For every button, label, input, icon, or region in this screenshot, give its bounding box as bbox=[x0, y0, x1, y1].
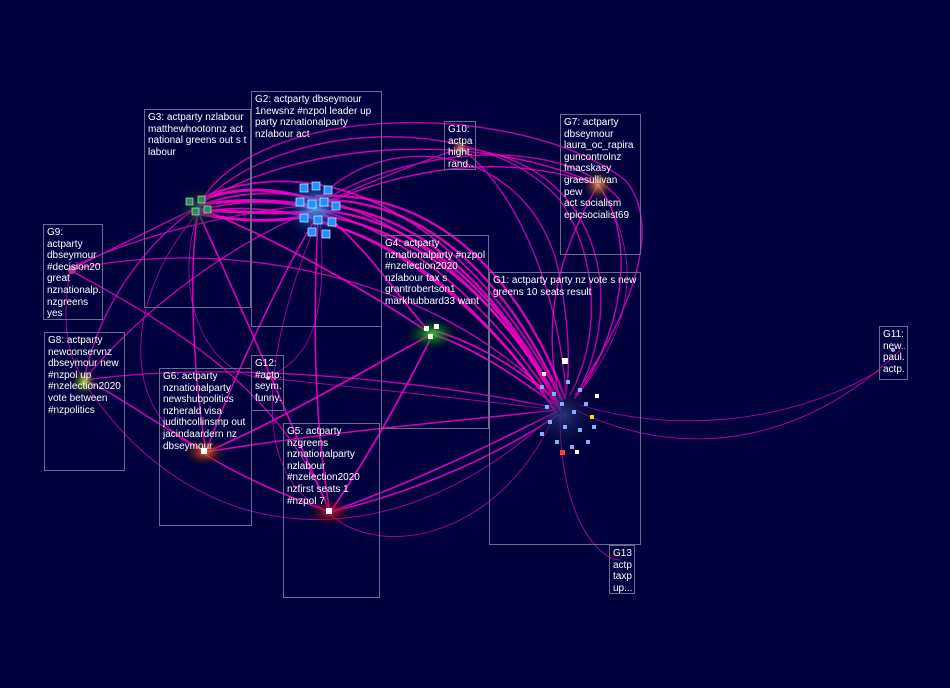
group-g8-label: G8: actparty newconservnz dbseymour new … bbox=[48, 335, 121, 416]
group-g11-label: G11: new... paul... actp... bbox=[883, 329, 905, 375]
group-g11-box: G11: new... paul... actp... bbox=[879, 326, 908, 380]
group-g8-box: G8: actparty newconservnz dbseymour new … bbox=[44, 332, 125, 471]
g6-cluster bbox=[183, 438, 227, 466]
group-g12-box: G12: #actp... seym... funny... bbox=[251, 355, 284, 411]
g4-cluster bbox=[406, 318, 458, 350]
group-g5-box: G5: actparty nzgreens nznationalparty nz… bbox=[283, 423, 380, 598]
g12-cluster bbox=[266, 376, 270, 380]
group-g4-label: G4: actparty nznationalparty #nzpol #nze… bbox=[385, 238, 486, 307]
group-g3-box: G3: actparty nzlabour matthewhootonnz ac… bbox=[144, 109, 251, 308]
group-g13-label: G13: actp... taxp... up... bbox=[613, 548, 632, 594]
group-g2-outline bbox=[251, 91, 382, 327]
g7-cluster bbox=[582, 169, 614, 201]
g10-cluster bbox=[450, 138, 470, 158]
group-g6-box: G6: actparty nznationalparty newshubpoli… bbox=[159, 368, 252, 526]
group-g10-label: G10: actpa... hight... rand... bbox=[448, 124, 473, 170]
group-g10-box: G10: actpa... hight... rand... bbox=[444, 121, 476, 170]
group-g7-box: G7: actparty dbseymour laura_oc_rapira g… bbox=[560, 114, 641, 255]
edge-bundle-g3-g1 bbox=[199, 180, 561, 409]
g5-cluster bbox=[308, 498, 352, 526]
group-g12-label: G12: #actp... seym... funny... bbox=[255, 358, 281, 404]
group-g9-label: G9: actparty dbseymour #decision20 great… bbox=[47, 227, 100, 320]
group-g1-label: G1: actparty party nz vote s new greens … bbox=[493, 275, 637, 298]
g9-cluster bbox=[68, 266, 76, 274]
g8-cluster bbox=[70, 368, 98, 396]
node-clusters bbox=[68, 138, 895, 526]
edges bbox=[65, 121, 901, 561]
group-g1-box: G1: actparty party nz vote s new greens … bbox=[489, 272, 641, 545]
group-g2-box: G2: actparty dbseymour 1newsnz #nzpol le… bbox=[251, 91, 382, 327]
group-g4-box: G4: actparty nznationalparty #nzpol #nze… bbox=[381, 235, 489, 429]
group-g3-label: G3: actparty nzlabour matthewhootonnz ac… bbox=[148, 112, 247, 158]
group-g9-box: G9: actparty dbseymour #decision20 great… bbox=[43, 224, 103, 320]
g3-cluster bbox=[176, 186, 220, 230]
edge-thin bbox=[65, 184, 901, 561]
group-g13-box: G13: actp... taxp... up... bbox=[609, 545, 635, 594]
g2-cluster bbox=[283, 176, 347, 240]
group-g6-label: G6: actparty nznationalparty newshubpoli… bbox=[163, 371, 246, 452]
group-g7-label: G7: actparty dbseymour laura_oc_rapira g… bbox=[564, 117, 634, 221]
g1-cluster bbox=[523, 358, 603, 455]
group-g2-label: G2: actparty dbseymour 1newsnz #nzpol le… bbox=[255, 94, 372, 140]
g11-cluster bbox=[891, 348, 895, 352]
group-g5-label: G5: actparty nzgreens nznationalparty nz… bbox=[287, 426, 360, 507]
